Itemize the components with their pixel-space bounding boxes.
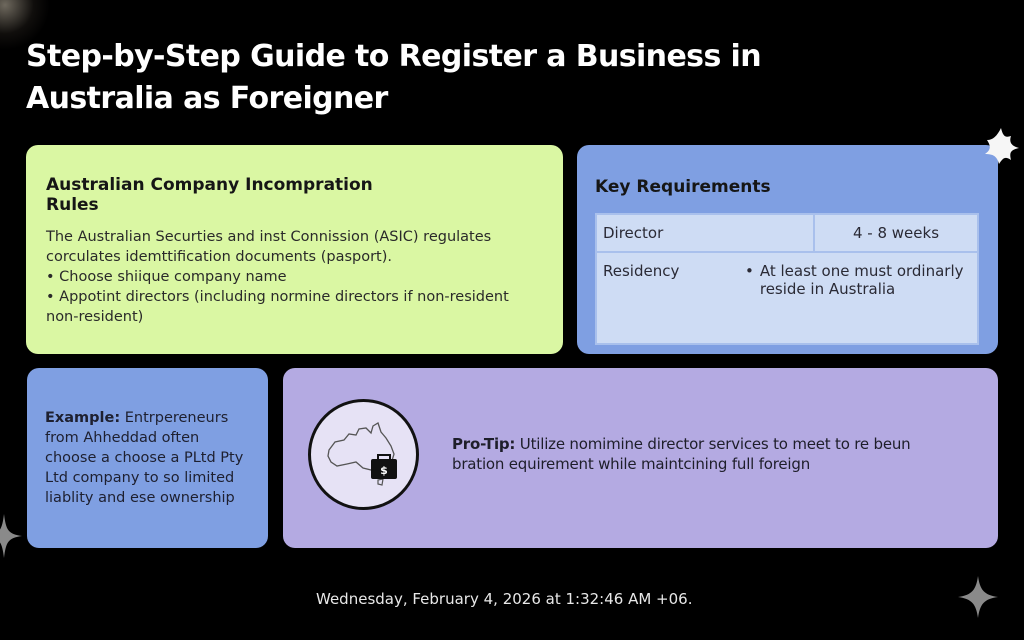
example-body: Entrpereneurs from Ahheddad often choose… (45, 410, 244, 506)
sparkle-icon (0, 514, 22, 558)
requirements-card: Key Requirements Director 4 - 8 weeks Re… (577, 145, 998, 354)
page-title: Step-by-Step Guide to Register a Busines… (26, 39, 762, 116)
table-row: Residency • At least one must ordinarly … (595, 251, 979, 345)
residency-text: At least one must ordinarly reside in Au… (759, 262, 964, 298)
row-value: • At least one must ordinarly reside in … (745, 262, 971, 298)
pro-tip-text: Pro-Tip: Utilize nomimine director servi… (452, 434, 932, 474)
row-label: Director (595, 213, 815, 253)
example-label: Example: (45, 410, 121, 426)
sparkle-icon (958, 576, 998, 618)
requirements-table: Director 4 - 8 weeks Residency • At leas… (595, 213, 979, 345)
example-card: Example: Entrpereneurs from Ahheddad oft… (27, 368, 268, 548)
rules-card: Australian Company Incompration Rules Th… (26, 145, 563, 354)
row-value: 4 - 8 weeks (813, 213, 979, 253)
timestamp: Wednesday, February 4, 2026 at 1:32:46 A… (316, 590, 693, 608)
residency-cell: Residency • At least one must ordinarly … (595, 251, 979, 345)
rules-heading: Australian Company Incompration Rules (46, 175, 373, 215)
requirements-heading: Key Requirements (595, 177, 771, 197)
rules-bullet: Appotint directors (including normine di… (46, 287, 543, 327)
svg-text:$: $ (380, 464, 388, 477)
rules-intro: The Australian Securties and inst Connis… (46, 229, 492, 265)
row-label: Residency (603, 262, 680, 280)
pro-tip-label: Pro-Tip: (452, 435, 516, 453)
pro-tip-card: $ Pro-Tip: Utilize nomimine director ser… (283, 368, 998, 548)
star-icon (985, 128, 1019, 164)
bullet-dot: • (745, 262, 754, 280)
rules-bullet-list: Choose shiique company name Appotint dir… (46, 267, 543, 327)
table-row: Director 4 - 8 weeks (595, 213, 979, 253)
pro-tip-body: Utilize nomimine director services to me… (452, 435, 911, 473)
example-text: Example: Entrpereneurs from Ahheddad oft… (45, 408, 250, 508)
rules-bullet: Choose shiique company name (46, 267, 543, 287)
australia-map-briefcase-dollar-icon: $ (308, 399, 419, 510)
